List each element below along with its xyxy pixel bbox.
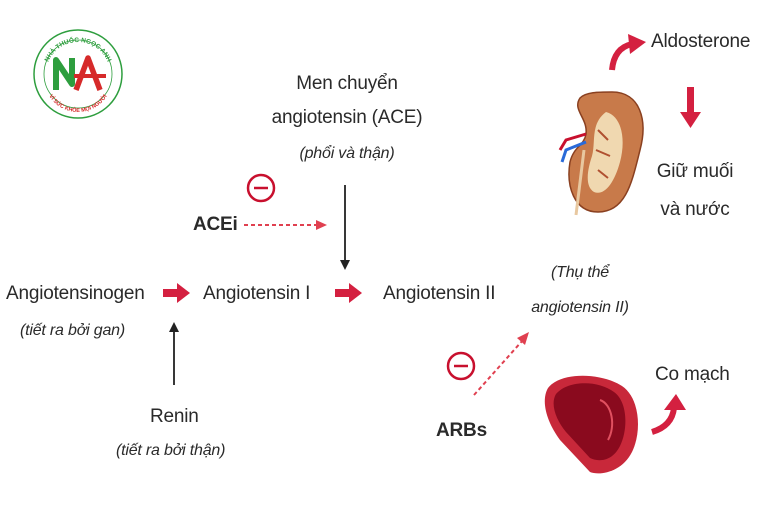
arrow-acei-dashed bbox=[244, 220, 327, 230]
angiotensinogen-note: (tiết ra bởi gan) bbox=[20, 322, 125, 339]
arbs-label: ARBs bbox=[436, 420, 487, 441]
angiotensinogen-label: Angiotensinogen bbox=[6, 283, 145, 304]
arrow-kidney-to-aldosterone bbox=[609, 34, 646, 71]
arrow-renin-up bbox=[169, 322, 179, 385]
angiotensin1-label: Angiotensin I bbox=[203, 283, 311, 304]
blood-vessel-icon bbox=[544, 375, 638, 474]
minus-circle-icon bbox=[446, 351, 476, 381]
arrow-arbs-dashed bbox=[473, 332, 529, 396]
arrow-angiotensinogen-to-angiotensin1 bbox=[163, 283, 190, 303]
salt-line2: và nước bbox=[660, 199, 730, 220]
arrow-angiotensin1-to-angiotensin2 bbox=[335, 283, 362, 303]
kidney-icon bbox=[558, 91, 644, 216]
salt-line1: Giữ muối bbox=[656, 161, 734, 182]
arrow-ace-down bbox=[340, 185, 350, 270]
logo: NHÀ THUỐC NGỌC ANH VÌ SỨC KHỎE MỌI NGƯỜI bbox=[33, 29, 123, 119]
angiotensin2-label: Angiotensin II bbox=[383, 283, 496, 304]
vasoconstriction-label: Co mạch bbox=[655, 364, 730, 385]
receptor-line2: angiotensin II) bbox=[531, 299, 629, 316]
logo-mark bbox=[53, 55, 106, 91]
ace-line1: Men chuyển bbox=[296, 73, 398, 94]
arrow-vessel-to-vasoconstriction bbox=[651, 394, 686, 435]
renin-note: (tiết ra bởi thận) bbox=[116, 442, 226, 459]
ace-note: (phổi và thận) bbox=[299, 145, 395, 162]
minus-circle-icon bbox=[246, 173, 276, 203]
aldosterone-label: Aldosterone bbox=[651, 31, 751, 52]
acei-label: ACEi bbox=[193, 214, 238, 235]
arrow-aldosterone-down bbox=[680, 87, 701, 128]
renin-label: Renin bbox=[150, 406, 199, 427]
ace-line2: angiotensin (ACE) bbox=[271, 107, 423, 128]
receptor-line1: (Thụ thể bbox=[551, 264, 609, 281]
